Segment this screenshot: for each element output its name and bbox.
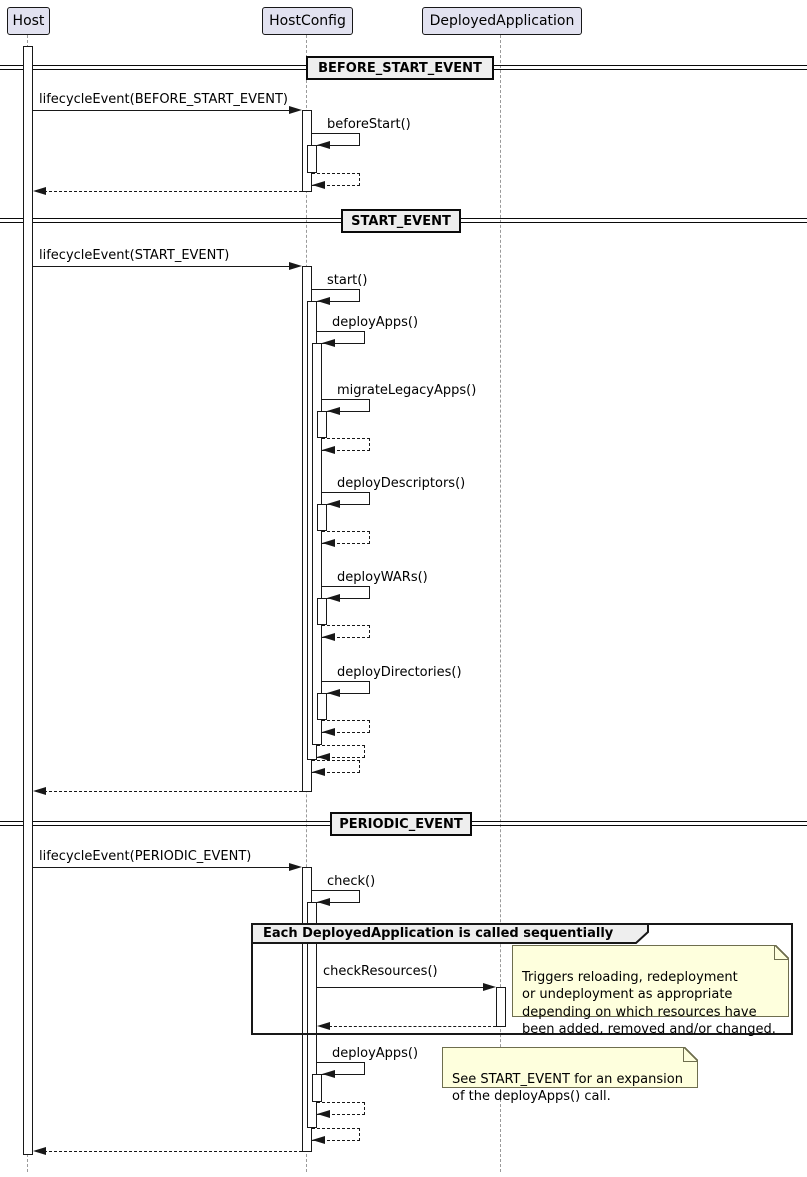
self-return-deploy-directories [322,720,370,733]
arrowhead-left-icon [312,1135,325,1144]
self-call-deploy-wars [322,586,370,599]
group-header [251,923,649,944]
self-call-deploy-apps [317,331,365,344]
participant-label: Host [12,13,45,29]
arrowhead-left-icon [327,499,340,508]
message-arrow-lifecycle-periodic [33,867,289,868]
message-arrow-check-resources [317,987,485,988]
arrowhead-right-icon [483,982,496,991]
arrowhead-right-icon [289,105,302,114]
divider-label: PERIODIC_EVENT [339,816,463,832]
self-call-start [312,289,360,302]
participant-hostconfig: HostConfig [262,7,353,35]
note-text: Triggers reloading, redeployment or unde… [522,969,776,1038]
self-call-deploy-descriptors [322,492,370,505]
activation-bar-deploy-wars [317,598,327,625]
return-arrow-to-host [44,191,302,192]
message-label-deploy-directories: deployDirectories() [337,665,462,680]
message-arrow-lifecycle-before-start [33,110,289,111]
arrowhead-left-icon [322,1069,335,1078]
arrowhead-left-icon [322,632,335,641]
self-return-start [312,760,360,773]
activation-bar-before-start [307,145,317,173]
note-check-resources: Triggers reloading, redeployment or unde… [512,945,789,1037]
message-label-deploy-apps-periodic: deployApps() [332,1046,419,1061]
self-return-before-start [312,173,360,186]
arrowhead-left-icon [312,180,325,189]
self-call-migrate-legacy-apps [322,399,370,412]
return-arrow-to-host [44,791,302,792]
message-label-start: start() [327,273,368,288]
message-label-lifecycle-before-start: lifecycleEvent(BEFORE_START_EVENT) [39,92,288,107]
note-fold-icon [683,1047,698,1062]
divider-periodic-event: PERIODIC_EVENT [330,812,472,836]
divider-before-start-event: BEFORE_START_EVENT [306,56,494,80]
group-title: Each DeployedApplication is called seque… [263,926,614,941]
participant-deployedapplication: DeployedApplication [422,7,582,35]
arrowhead-left-icon [322,338,335,347]
self-return-check [312,1128,360,1141]
arrowhead-left-icon [317,752,330,761]
return-arrow-check-resources [329,1026,496,1027]
arrowhead-left-icon [33,1146,46,1155]
arrowhead-left-icon [317,1021,330,1030]
arrowhead-left-icon [317,897,330,906]
arrowhead-left-icon [317,1109,330,1118]
divider-label: BEFORE_START_EVENT [318,60,482,76]
note-fold-icon [774,945,789,960]
message-label-check-resources: checkResources() [323,964,438,979]
message-label-deploy-descriptors: deployDescriptors() [337,476,466,491]
message-arrow-lifecycle-start [33,266,289,267]
lifeline-deployedapplication [500,35,501,1172]
arrowhead-right-icon [289,862,302,871]
self-return-deploy-apps [317,745,365,758]
return-arrow-to-host [44,1151,302,1152]
message-label-deploy-wars: deployWARs() [337,570,428,585]
participant-label: DeployedApplication [429,13,575,29]
arrowhead-left-icon [327,688,340,697]
participant-host: Host [7,7,50,35]
message-label-lifecycle-periodic: lifecycleEvent(PERIODIC_EVENT) [39,849,252,864]
note-deploy-apps: See START_EVENT for an expansion of the … [442,1047,698,1104]
arrowhead-left-icon [312,767,325,776]
activation-bar-migrate-legacy-apps [317,411,327,438]
message-label-deploy-apps: deployApps() [332,315,419,330]
activation-bar-deploy-apps [312,343,322,745]
arrowhead-right-icon [289,261,302,270]
activation-bar-deploy-descriptors [317,504,327,531]
note-text: See START_EVENT for an expansion of the … [452,1071,683,1105]
arrowhead-left-icon [33,786,46,795]
arrowhead-left-icon [327,593,340,602]
arrowhead-left-icon [317,140,330,149]
activation-bar-host [23,46,33,1155]
activation-bar-deployedapplication [496,987,506,1027]
divider-start-event: START_EVENT [341,209,461,233]
self-call-check [312,890,360,903]
self-call-before-start [312,133,360,146]
participant-label: HostConfig [269,13,346,29]
divider-label: START_EVENT [351,213,451,229]
self-call-deploy-directories [322,681,370,694]
arrowhead-left-icon [327,406,340,415]
self-return-deploy-descriptors [322,531,370,544]
arrowhead-left-icon [322,538,335,547]
self-return-migrate-legacy-apps [322,438,370,451]
activation-bar-deploy-directories [317,693,327,720]
arrowhead-left-icon [33,186,46,195]
arrowhead-left-icon [317,296,330,305]
self-return-deploy-apps-periodic [317,1102,365,1115]
message-label-before-start: beforeStart() [327,117,411,132]
arrowhead-left-icon [322,445,335,454]
message-label-check: check() [327,874,376,889]
self-return-deploy-wars [322,625,370,638]
activation-bar-check [307,902,317,1128]
arrowhead-left-icon [322,727,335,736]
activation-bar-deploy-apps-periodic [312,1074,322,1102]
self-call-deploy-apps-periodic [317,1062,365,1075]
message-label-migrate-legacy-apps: migrateLegacyApps() [337,383,477,398]
message-label-lifecycle-start: lifecycleEvent(START_EVENT) [39,248,230,263]
